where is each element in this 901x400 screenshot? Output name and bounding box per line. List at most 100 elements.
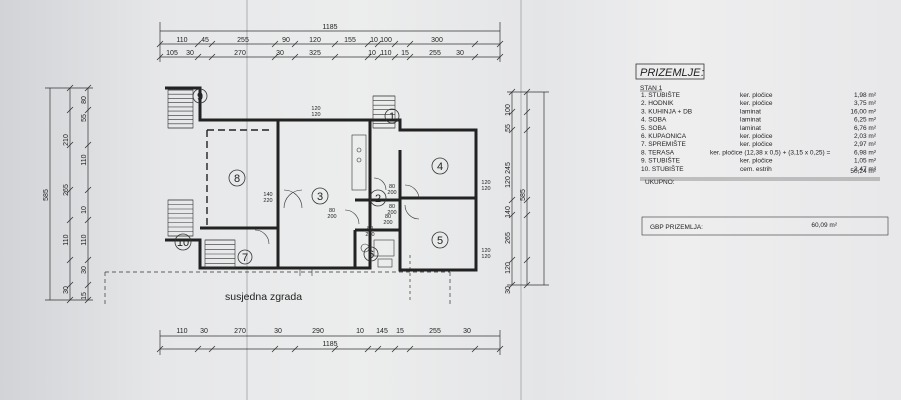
dimension-tick [66, 216, 74, 224]
dim-left-inner: 10 [81, 206, 88, 214]
dim-right-inner: 120 [505, 176, 512, 188]
dim-left-inner: 30 [81, 266, 88, 274]
dimension-tick [523, 211, 531, 219]
dim-left-outer: 585 [43, 189, 50, 201]
table-row-area: 2,03 m² [854, 133, 877, 140]
table-row-name: 7. SPREMIŠTE [641, 139, 686, 148]
dimension-tick [364, 40, 372, 48]
dimension-tick [508, 88, 516, 96]
table-title: PRIZEMLJE [640, 67, 701, 79]
room-label-8: 8 [234, 173, 240, 185]
dimension-tick [374, 345, 382, 353]
dimension-tick [406, 53, 414, 61]
dimension-tick [291, 345, 299, 353]
dimension-tick [508, 196, 516, 204]
dimension-tick [471, 40, 479, 48]
dim-left-inner: 15 [81, 292, 88, 300]
dim-right-inner: 245 [505, 162, 512, 174]
dimension-tick [271, 53, 279, 61]
room-label-9: 9 [197, 91, 203, 103]
dimension-tick [391, 53, 399, 61]
dimension-tick [66, 256, 74, 264]
dim-left-inner: 80 [81, 96, 88, 104]
dim-top-row2: 15 [401, 50, 409, 57]
table-row-area: 16,00 m² [850, 108, 876, 115]
dimension-tick [331, 40, 339, 48]
dim-right-outer: 585 [520, 189, 527, 201]
dimension-tick [406, 345, 414, 353]
dimension-tick [471, 345, 479, 353]
dim-right-inner: 100 [505, 104, 512, 116]
dim-bottom-row: 30 [463, 328, 471, 335]
dimension-tick [508, 211, 516, 219]
dimension-tick [496, 53, 504, 61]
table-row-finish: ker. pločice [740, 100, 773, 107]
dimension-tick [364, 53, 372, 61]
room-label-2: 2 [375, 193, 381, 205]
dim-left-mid: 265 [63, 184, 70, 196]
dim-left-inner: 55 [81, 114, 88, 122]
dim-left-mid: 210 [63, 134, 70, 146]
dimension-tick [156, 345, 164, 353]
dim-bottom-row: 290 [312, 328, 324, 335]
table-row-area: 1,98 m² [854, 92, 877, 99]
table-row-finish: laminat [740, 108, 761, 115]
table-row-finish: cem. estrih [740, 166, 772, 173]
paper-fold [520, 0, 522, 400]
table-row-finish: ker. pločice [740, 133, 773, 140]
dimension-tick [391, 345, 399, 353]
dimension-tick [508, 108, 516, 116]
dimension-tick [496, 40, 504, 48]
dimension-tick [84, 186, 92, 194]
dim-left-mid: 110 [63, 234, 70, 245]
dim-top-row2: 30 [276, 50, 284, 57]
neighbor-building-label: susjedna zgrada [225, 291, 302, 303]
table-row-finish: laminat [740, 117, 761, 124]
dimension-tick [84, 256, 92, 264]
dimension-tick [291, 40, 299, 48]
dimension-tick [208, 345, 216, 353]
stair-outline [167, 89, 194, 129]
table-row-name: 5. SOBA [641, 125, 667, 132]
dim-top-row1: 100 [380, 37, 392, 44]
table-row-finish: ker. pločice [740, 158, 773, 165]
dim-top-total: 1185 [322, 24, 337, 31]
table-row-name: 3. KUHINJA + DB [641, 108, 692, 115]
dimension-tick [271, 40, 279, 48]
dim-top-row1: 45 [201, 37, 209, 44]
total-label: UKUPNO: [645, 179, 675, 186]
dim-top-row1: 155 [344, 37, 356, 44]
dim-bottom-row: 10 [356, 328, 364, 335]
room-label-7: 7 [242, 252, 248, 264]
dim-top-row1: 90 [282, 37, 290, 44]
table-row-finish: ker. pločice [740, 141, 773, 148]
dimension-tick [66, 106, 74, 114]
dimension-tick [523, 108, 531, 116]
dim-left-inner: 110 [81, 154, 88, 165]
total-value: 50,24 m² [850, 168, 876, 175]
dimension-tick [84, 281, 92, 289]
table-row-area: 3,75 m² [854, 100, 877, 107]
svg-text::: : [701, 67, 704, 79]
table-row-finish: ker. pločice [740, 92, 773, 99]
table-row-area: 2,97 m² [854, 141, 877, 148]
dimension-tick [391, 40, 399, 48]
dimension-tick [331, 345, 339, 353]
dimension-tick [374, 40, 382, 48]
table-row-name: 6. KUPAONICA [641, 133, 687, 140]
dimension-tick [84, 106, 92, 114]
dim-right-inner: 140 [505, 206, 512, 218]
dimension-tick [66, 84, 74, 92]
room-label-3: 3 [317, 191, 323, 203]
table-row-area: 6,25 m² [854, 117, 877, 124]
